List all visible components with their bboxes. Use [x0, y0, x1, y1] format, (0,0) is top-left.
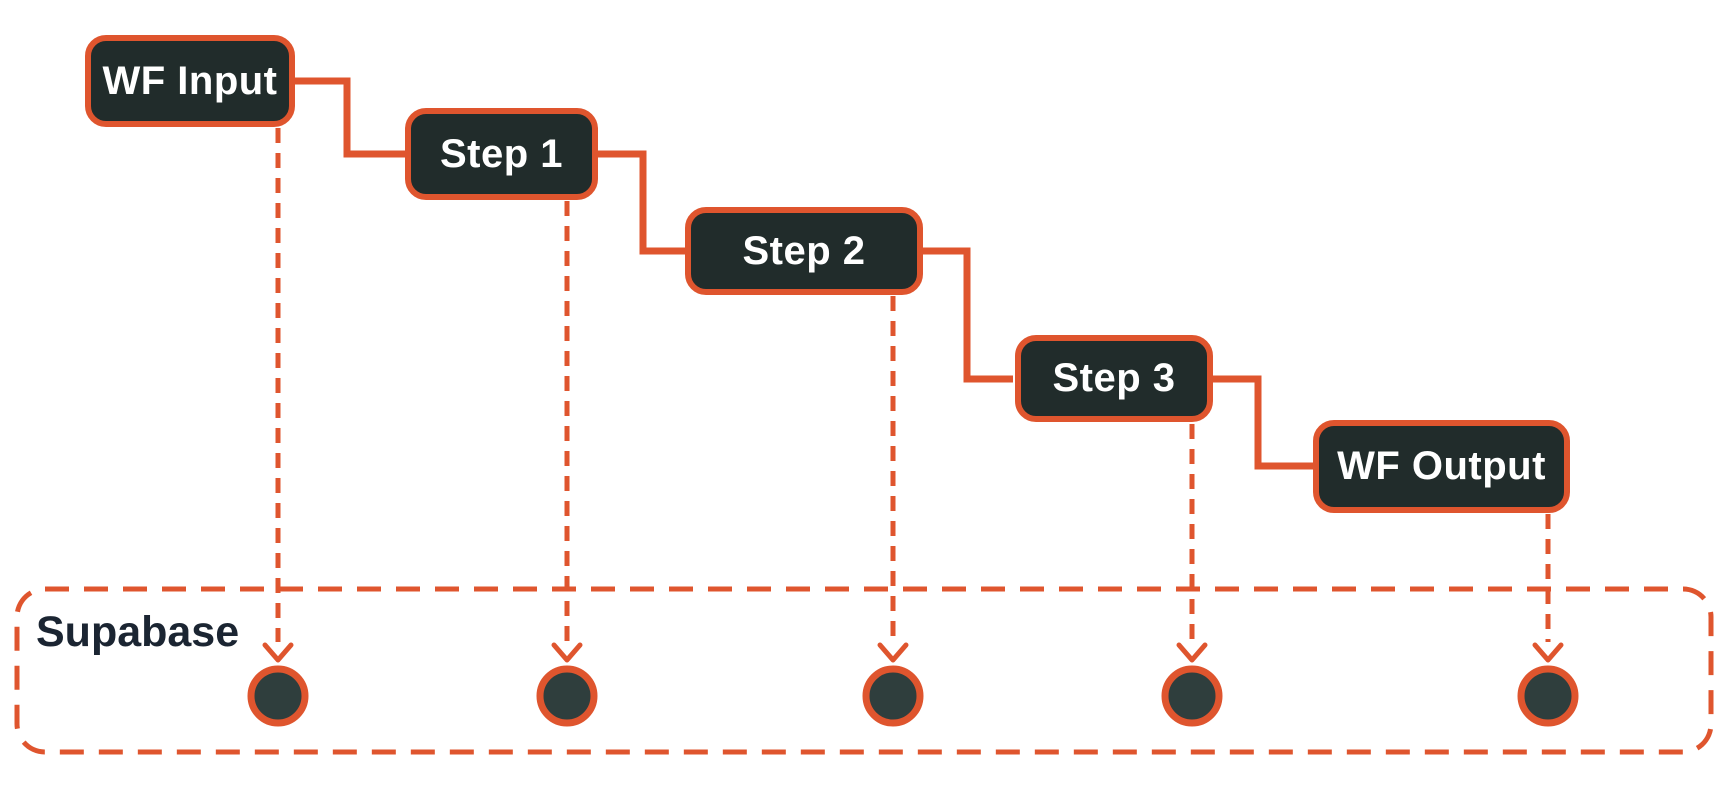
- db-node-circle-5: [1517, 665, 1579, 727]
- node-step-1: Step 1: [405, 108, 598, 200]
- node-step-2-label: Step 2: [742, 228, 866, 273]
- edge-step2-step3: [923, 247, 1013, 383]
- node-wf-input: WF Input: [85, 35, 295, 127]
- node-wf-input-label: WF Input: [102, 58, 278, 103]
- edge-step3-wfoutput: [1212, 375, 1313, 470]
- supabase-container-label: Supabase: [36, 608, 240, 656]
- node-step-3: Step 3: [1015, 335, 1213, 422]
- node-step-3-label: Step 3: [1052, 356, 1176, 400]
- arrowhead-down-icon: [877, 642, 909, 663]
- arrowhead-down-icon: [1532, 642, 1564, 663]
- supabase-container-border: [14, 586, 1714, 755]
- node-step-1-label: Step 1: [439, 131, 564, 176]
- edge-step1-step2: [598, 150, 685, 255]
- db-node-circle-3: [862, 665, 924, 727]
- arrowhead-down-icon: [1176, 642, 1208, 663]
- node-wf-output-label: WF Output: [1337, 444, 1546, 488]
- db-node-circle-2: [536, 665, 598, 727]
- node-step-2: Step 2: [685, 207, 923, 295]
- db-node-circle-4: [1161, 665, 1223, 727]
- edge-wfinput-step1: [295, 77, 405, 158]
- db-node-circle-1: [247, 665, 309, 727]
- arrowhead-down-icon: [551, 642, 583, 663]
- arrowhead-down-icon: [262, 642, 294, 663]
- node-wf-output: WF Output: [1313, 420, 1570, 513]
